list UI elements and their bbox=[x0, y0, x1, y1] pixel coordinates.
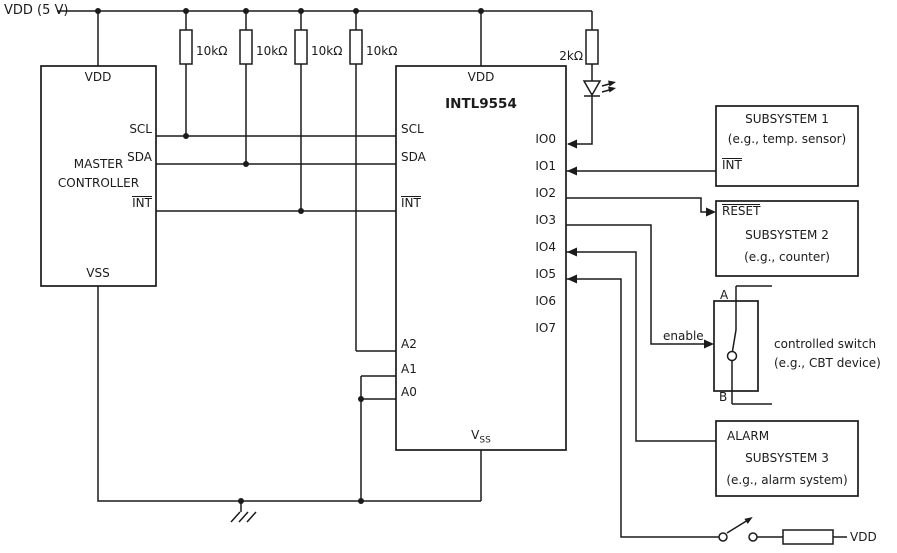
switch-caption-line2: (e.g., CBT device) bbox=[774, 356, 881, 370]
chip-pin-io1-label: IO1 bbox=[535, 159, 556, 173]
io5-arrow bbox=[567, 274, 577, 284]
pullup-r2-label: 10kΩ bbox=[256, 44, 288, 58]
master-pin-scl-label: SCL bbox=[129, 122, 152, 136]
led-branch bbox=[568, 11, 614, 145]
subsystem1-int-pin-label: INT bbox=[722, 158, 742, 172]
io3-enable-wire bbox=[566, 224, 705, 345]
subsystem3-line1: ALARM bbox=[727, 429, 770, 443]
vdd-rail-label: VDD (5 V) bbox=[4, 3, 69, 18]
pushbutton-symbol bbox=[718, 519, 847, 545]
subsystem3-box bbox=[715, 420, 859, 497]
signal-arrowheads bbox=[567, 80, 753, 524]
pullup-resistor-2 bbox=[239, 11, 253, 164]
switch-terminal-b-label: B bbox=[719, 390, 728, 404]
subsystem3-line3: (e.g., alarm system) bbox=[726, 473, 848, 487]
chip-name-label: INTL9554 bbox=[445, 96, 517, 112]
led-resistor-body bbox=[585, 29, 599, 65]
master-name-line1: MASTER bbox=[73, 157, 124, 171]
subsystem2-box bbox=[715, 200, 859, 277]
io4-arrow bbox=[567, 247, 577, 257]
pullup-r4-label: 10kΩ bbox=[366, 44, 398, 58]
chip-pin-io6-label: IO6 bbox=[535, 294, 556, 308]
pushbutton-contact-left bbox=[718, 532, 728, 542]
led-to-io0-wire bbox=[568, 96, 593, 145]
resistor-body bbox=[349, 29, 363, 65]
chip-pin-io7-label: IO7 bbox=[535, 321, 556, 335]
resistor-body bbox=[294, 29, 308, 65]
pushbutton-vdd-label: VDD bbox=[850, 530, 877, 544]
subsystem2-reset-text: RESET bbox=[722, 204, 761, 218]
chip-vdd-label: VDD bbox=[467, 70, 495, 84]
led-light-arrowhead-1 bbox=[608, 80, 616, 87]
subsystem2-subtitle: (e.g., counter) bbox=[744, 250, 830, 264]
led-resistor-label: 2kΩ bbox=[559, 49, 583, 63]
chip-pin-io0-label: IO0 bbox=[535, 132, 556, 146]
chip-int-text: INT bbox=[401, 196, 421, 210]
io0-arrow bbox=[567, 139, 577, 149]
switch-terminal-a-label: A bbox=[720, 288, 729, 302]
switch-caption-line1: controlled switch bbox=[774, 337, 877, 351]
chip-pin-io5-label: IO5 bbox=[535, 267, 556, 281]
chip-vss-ss: SS bbox=[479, 435, 491, 446]
pullup-r1-label: 10kΩ bbox=[196, 44, 228, 58]
master-pin-int-label: INT bbox=[112, 196, 152, 210]
io2-wire bbox=[566, 197, 707, 213]
chip-pin-a1-label: A1 bbox=[401, 362, 417, 376]
chip-pin-sda-label: SDA bbox=[401, 150, 426, 164]
reset-arrow bbox=[706, 207, 716, 217]
master-pin-sda-label: SDA bbox=[127, 150, 152, 164]
io1-arrow bbox=[567, 166, 577, 176]
pullup-r3-label: 10kΩ bbox=[311, 44, 343, 58]
ground-symbol bbox=[230, 501, 257, 523]
pullup-resistor-1 bbox=[179, 11, 193, 136]
chip-pin-io2-label: IO2 bbox=[535, 186, 556, 200]
subsystem3-line2: SUBSYSTEM 3 bbox=[745, 451, 829, 465]
subsystem1-title: SUBSYSTEM 1 bbox=[745, 112, 829, 126]
switch-lever bbox=[731, 329, 737, 352]
pushbutton-lever bbox=[726, 519, 749, 534]
chip-pin-io3-label: IO3 bbox=[535, 213, 556, 227]
pushbutton-lever-arrowhead bbox=[744, 517, 753, 524]
io4-alarm-wire bbox=[566, 251, 716, 442]
resistor-body bbox=[179, 29, 193, 65]
chip-pin-io4-label: IO4 bbox=[535, 240, 556, 254]
chip-vss-label: VSS bbox=[461, 428, 501, 447]
chip-pin-a0-label: A0 bbox=[401, 385, 417, 399]
led-triangle bbox=[582, 80, 602, 97]
pullup-resistor-body-horizontal bbox=[782, 529, 834, 545]
subsystem1-box bbox=[715, 105, 859, 187]
controlled-switch-symbol bbox=[726, 285, 772, 405]
switch-pivot bbox=[726, 350, 738, 362]
subsystem2-title: SUBSYSTEM 2 bbox=[745, 228, 829, 242]
resistor-body bbox=[239, 29, 253, 65]
enable-label: enable bbox=[663, 329, 704, 343]
io5-button-wire bbox=[566, 278, 719, 538]
pullup-resistor-3 bbox=[294, 11, 308, 211]
subsystem1-subtitle: (e.g., temp. sensor) bbox=[727, 132, 847, 146]
subsystem1-int-text: INT bbox=[722, 158, 742, 172]
junction-dots bbox=[95, 8, 484, 504]
pullup-resistor-4 bbox=[349, 11, 363, 351]
ground-rail-wire bbox=[97, 286, 481, 502]
master-name-line2: CONTROLLER bbox=[57, 176, 140, 190]
enable-arrow bbox=[704, 339, 714, 349]
chip-pin-int-label: INT bbox=[401, 196, 421, 210]
subsystem2-reset-pin-label: RESET bbox=[722, 204, 761, 218]
chip-vss-v: V bbox=[471, 428, 480, 442]
pushbutton-contact-right bbox=[748, 532, 758, 542]
master-int-text: INT bbox=[132, 196, 152, 210]
led-light-arrowhead-2 bbox=[608, 86, 616, 93]
chip-pin-scl-label: SCL bbox=[401, 122, 424, 136]
chip-pin-a2-label: A2 bbox=[401, 337, 417, 351]
master-vss-label: VSS bbox=[86, 266, 110, 280]
master-vdd-label: VDD bbox=[84, 70, 112, 84]
